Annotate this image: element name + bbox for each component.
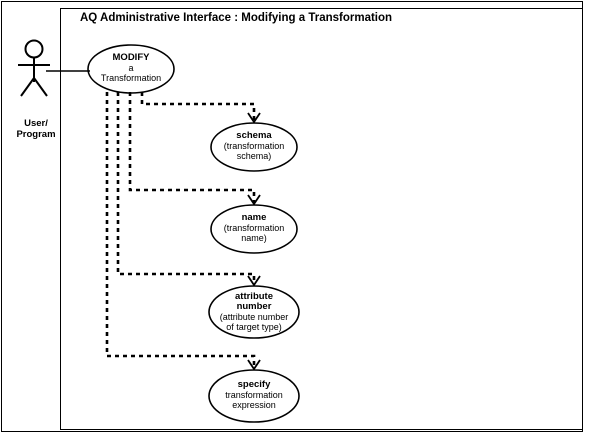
actor-user-program[interactable]: User/ Program — [8, 38, 60, 140]
actor-label-line2: Program — [16, 129, 56, 140]
connector-modify-to-attribute-number — [116, 92, 256, 284]
arrowhead-specify-expression — [247, 359, 261, 371]
stick-figure-actor-icon — [18, 39, 50, 97]
system-boundary-box — [60, 8, 583, 430]
usecase-ellipse-modify-a-transformation[interactable] — [87, 44, 175, 94]
arrowhead-schema — [247, 112, 261, 124]
usecase-ellipse-specify-transformation-expression[interactable] — [208, 369, 300, 423]
usecase-ellipse-attribute-number[interactable] — [208, 285, 300, 339]
usecase-ellipse-schema[interactable] — [210, 122, 298, 172]
arrowhead-attribute-number — [247, 275, 261, 287]
connector-modify-to-schema — [140, 92, 256, 121]
actor-label: User/ Program — [8, 118, 64, 140]
connector-modify-to-name — [128, 92, 256, 203]
page-title: AQ Administrative Interface : Modifying … — [80, 12, 393, 24]
actor-label-line1: User/ — [24, 118, 48, 129]
arrowhead-name — [247, 194, 261, 206]
usecase-ellipse-name[interactable] — [210, 204, 298, 254]
connector-modify-to-specify-expression — [105, 92, 256, 368]
